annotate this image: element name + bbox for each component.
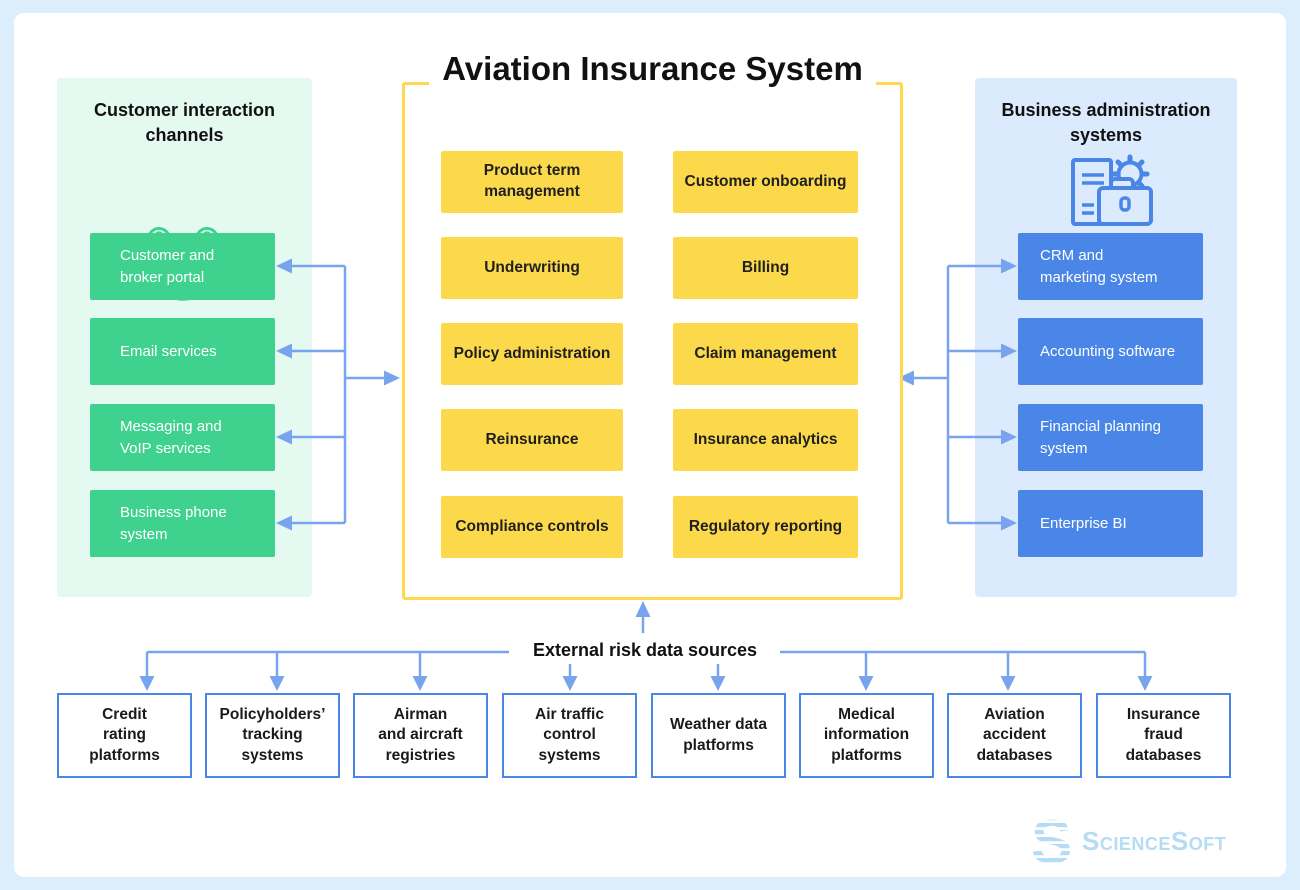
brand-name: ScienceSoft — [1082, 825, 1227, 856]
source-box-air-traffic: Air traffic control systems — [502, 693, 637, 778]
source-box-medical: Medical information platforms — [799, 693, 934, 778]
module-reinsurance: Reinsurance — [441, 409, 623, 471]
channel-box-portal: Customer and broker portal — [90, 233, 275, 300]
channel-box-phone: Business phone system — [90, 490, 275, 557]
business-admin-title: Business administration systems — [1001, 100, 1211, 145]
module-policy-admin: Policy administration — [441, 323, 623, 385]
channel-box-messaging: Messaging and VoIP services — [90, 404, 275, 471]
module-onboarding: Customer onboarding — [673, 151, 858, 213]
module-billing: Billing — [673, 237, 858, 299]
module-analytics: Insurance analytics — [673, 409, 858, 471]
sciencesoft-logo-icon: S — [1031, 816, 1072, 866]
module-claims: Claim management — [673, 323, 858, 385]
document-gear-briefcase-icon — [1071, 154, 1153, 226]
module-underwriting: Underwriting — [441, 237, 623, 299]
source-box-weather: Weather data platforms — [651, 693, 786, 778]
page-title: Aviation Insurance System — [402, 48, 903, 90]
admin-box-enterprise-bi: Enterprise BI — [1018, 490, 1203, 557]
source-box-airman-registries: Airman and aircraft registries — [353, 693, 488, 778]
source-box-aviation-accident: Aviation accident databases — [947, 693, 1082, 778]
module-compliance: Compliance controls — [441, 496, 623, 558]
source-box-policyholders: Policyholders’ tracking systems — [205, 693, 340, 778]
channel-box-email: Email services — [90, 318, 275, 385]
admin-box-financial-planning: Financial planning system — [1018, 404, 1203, 471]
brand-logo: S ScienceSoft — [1030, 815, 1226, 867]
svg-text:S: S — [1031, 816, 1072, 866]
source-box-credit-rating: Credit rating platforms — [57, 693, 192, 778]
admin-box-accounting: Accounting software — [1018, 318, 1203, 385]
module-regulatory: Regulatory reporting — [673, 496, 858, 558]
module-product-terms: Product term management — [441, 151, 623, 213]
external-sources-label: External risk data sources — [532, 640, 758, 660]
customer-channels-title: Customer interaction channels — [93, 100, 276, 145]
admin-box-crm: CRM and marketing system — [1018, 233, 1203, 300]
source-box-insurance-fraud: Insurance fraud databases — [1096, 693, 1231, 778]
